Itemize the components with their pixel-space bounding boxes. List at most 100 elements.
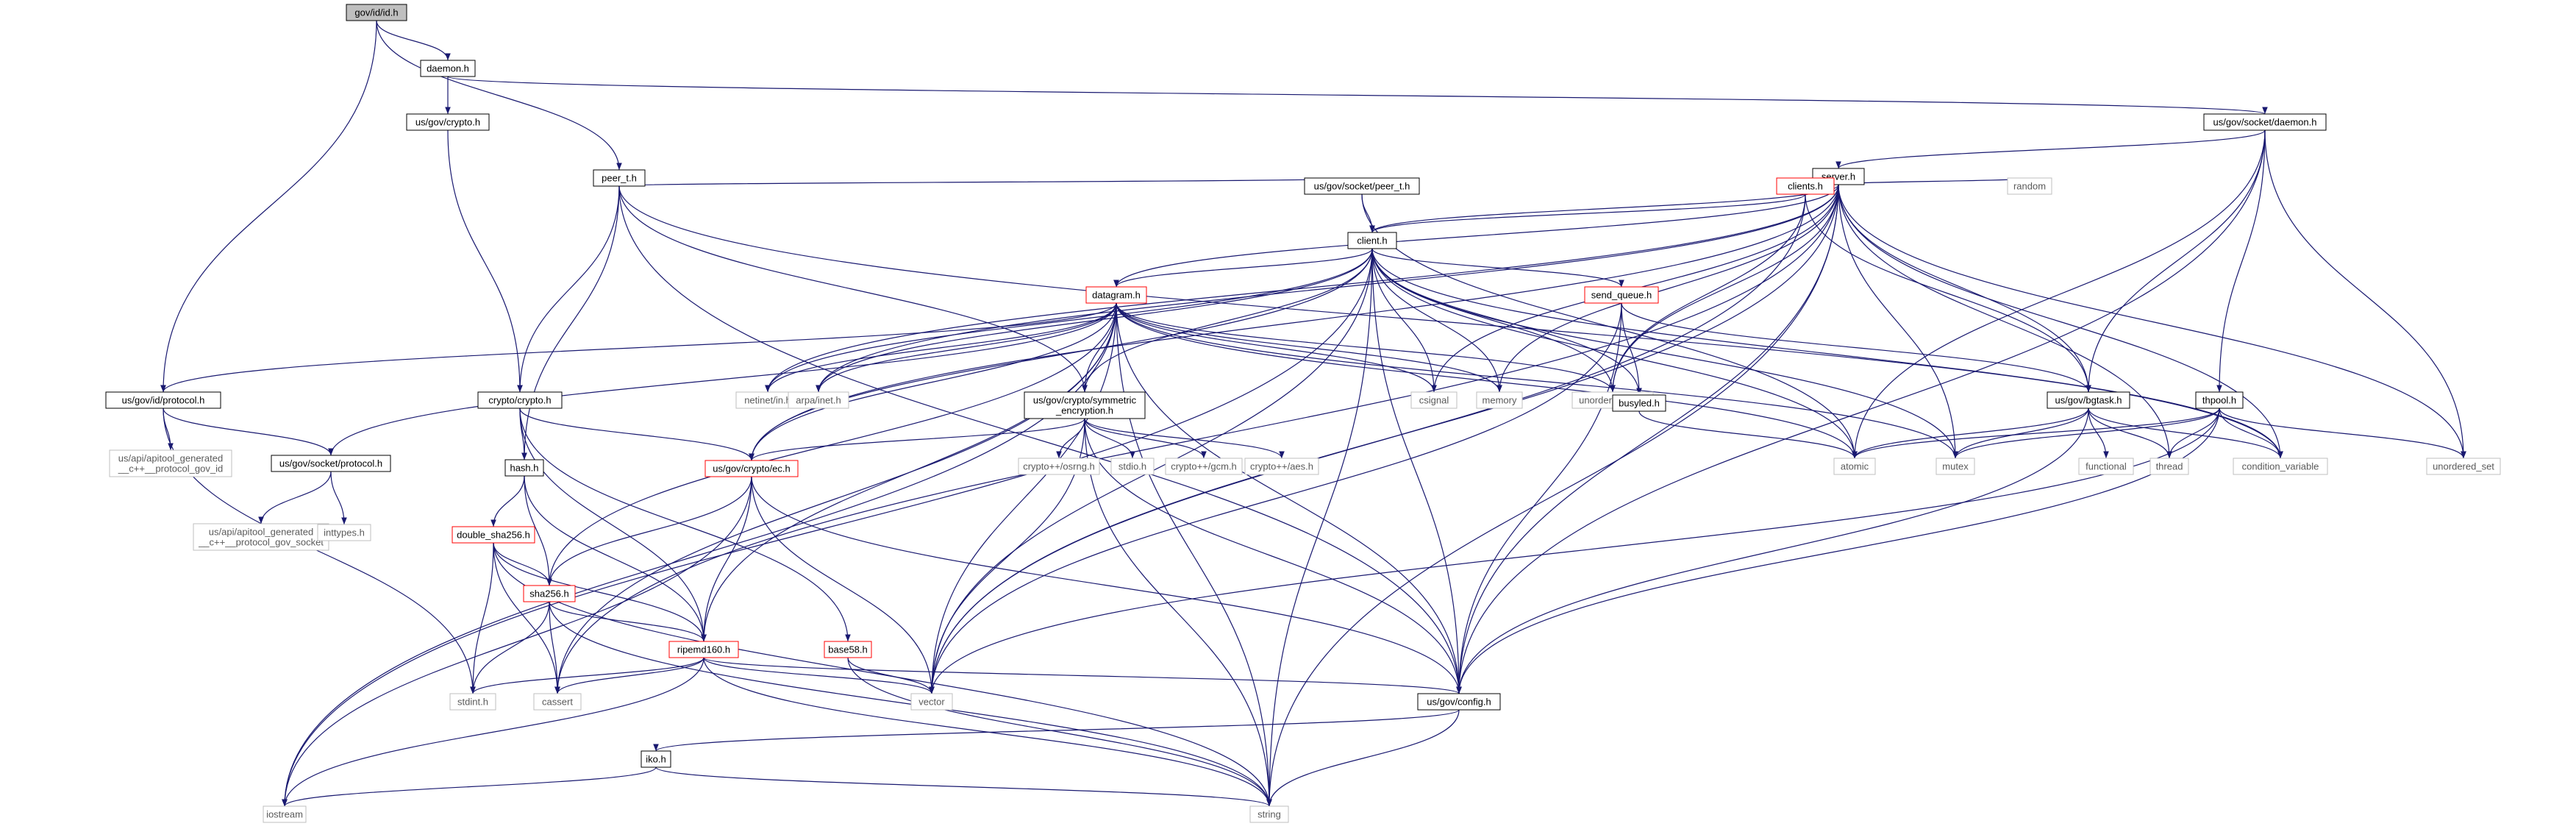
node-ec-h[interactable]: us/gov/crypto/ec.h — [704, 460, 799, 477]
edge-socket_peer_t_h-to-client_h — [1361, 193, 1375, 233]
edge-send_queue_h-to-bgtask_h — [1621, 302, 2091, 393]
edge-server_h-to-mutex — [1838, 184, 1958, 459]
edge-gov_id_id_h-to-id_protocol_h — [160, 20, 377, 393]
node-socket-peer-t-h[interactable]: us/gov/socket/peer_t.h — [1304, 177, 1420, 195]
node-send-queue-h[interactable]: send_queue.h — [1584, 286, 1659, 304]
node-us-gov-crypto-h[interactable]: us/gov/crypto.h — [406, 113, 490, 131]
node-box — [1476, 391, 1523, 409]
edge-thpool_h-to-condition_variable — [2219, 408, 2283, 459]
node-peer-t-h[interactable]: peer_t.h — [593, 169, 646, 187]
edge-clients_h-to-bgtask_h — [1805, 193, 2091, 393]
node-label: datagram.h — [1092, 290, 1141, 301]
node-label: netinet/in.h — [744, 395, 791, 406]
node-label: atomic — [1841, 461, 1869, 472]
edge-client_h-to-mutex — [1371, 248, 1958, 459]
node-label: crypto/crypto.h — [488, 395, 551, 406]
edge-bgtask_h-to-config_h — [1456, 408, 2089, 694]
edge-datagram_h-to-vector — [929, 302, 1117, 694]
edge-server_h-to-string — [1266, 184, 1839, 807]
edge-server_h-to-condition_variable — [1838, 184, 2283, 459]
node-label: iko.h — [646, 754, 666, 765]
node-thpool-h[interactable]: thpool.h — [2195, 391, 2244, 409]
node-label: condition_variable — [2242, 461, 2319, 472]
edge-server_h-to-unordered_map — [1610, 184, 1839, 393]
edge-bgtask_h-to-mutex — [1952, 408, 2089, 459]
edge-id_protocol_h-to-apitool_gov_id — [163, 408, 174, 451]
node-label: us/api/apitool_generated__c++__protocol_… — [118, 453, 223, 474]
node-daemon-h[interactable]: daemon.h — [420, 60, 476, 77]
node-clients-h[interactable]: clients.h — [1776, 177, 1835, 195]
edge-datagram_h-to-iostream — [282, 302, 1117, 807]
node-id-protocol-h[interactable]: us/gov/id/protocol.h — [105, 391, 221, 409]
edge-server_h-to-datagram_h — [1113, 184, 1839, 288]
edge-double_sha256_h-to-stdint_h — [470, 542, 494, 694]
edge-client_h-to-iostream — [282, 248, 1373, 807]
edge-symmetric_enc_h-to-gcm_h — [1084, 418, 1207, 459]
edge-gov_id_id_h-to-peer_t_h — [376, 20, 622, 171]
node-thread: thread — [2149, 458, 2189, 475]
node-datagram-h[interactable]: datagram.h — [1085, 286, 1147, 304]
edge-datagram_h-to-cassert — [554, 302, 1117, 694]
edge-socket_daemon_h-to-config_h — [1456, 129, 2266, 694]
edge-client_h-to-netinet_in_h — [765, 248, 1373, 393]
node-random: random — [2007, 177, 2052, 195]
node-hash-h[interactable]: hash.h — [504, 459, 544, 477]
edge-send_queue_h-to-config_h — [1456, 302, 1622, 694]
node-box — [1410, 391, 1458, 409]
nodes-layer: gov/id/id.h daemon.h us/gov/crypto.h peer_t… — [105, 4, 2501, 823]
edge-peer_t_h-to-condition_variable — [618, 185, 2283, 459]
edge-client_h-to-unordered_map — [1371, 248, 1616, 393]
node-client-h[interactable]: client.h — [1347, 232, 1397, 249]
edge-ec_h-to-vector — [751, 476, 935, 694]
node-box — [406, 113, 490, 131]
edge-ec_h-to-sha256_h — [546, 476, 752, 586]
node-double-sha256-h[interactable]: double_sha256.h — [452, 526, 535, 544]
edge-gov_id_id_h-to-daemon_h — [376, 20, 451, 61]
node-socket-protocol-h[interactable]: us/gov/socket/protocol.h — [271, 455, 391, 472]
edge-server_h-to-unordered_set — [1838, 184, 2466, 459]
edge-client_h-to-string — [1266, 248, 1373, 807]
edge-peer_t_h-to-crypto_crypto_h — [517, 185, 620, 393]
edge-socket_daemon_h-to-bgtask_h — [2086, 129, 2266, 393]
node-iko-h[interactable]: iko.h — [641, 750, 671, 768]
node-box — [668, 641, 739, 658]
node-crypto-crypto-h[interactable]: crypto/crypto.h — [477, 391, 563, 409]
node-box — [105, 391, 221, 409]
edge-server_h-to-arpa_inet_h — [816, 184, 1839, 393]
edge-datagram_h-to-mutex — [1116, 302, 1958, 459]
edge-client_h-to-csignal — [1371, 248, 1437, 393]
node-label: stdint.h — [457, 697, 488, 708]
edge-crypto_crypto_h-to-base58_h — [519, 408, 851, 642]
node-label: us/gov/id/protocol.h — [122, 395, 205, 406]
node-box — [523, 585, 576, 602]
edge-sha256_h-to-cassert — [549, 601, 560, 694]
node-bgtask-h[interactable]: us/gov/bgtask.h — [2047, 391, 2130, 409]
node-label: crypto++/gcm.h — [1171, 461, 1237, 472]
edge-client_h-to-memory — [1371, 248, 1502, 393]
node-label: send_queue.h — [1591, 290, 1652, 301]
edge-iko_h-to-iostream — [282, 766, 657, 807]
node-symmetric-enc-h[interactable]: us/gov/crypto/symmetric_encryption.h — [1024, 391, 1146, 419]
node-gov-id-id-h[interactable]: gov/id/id.h — [346, 4, 407, 21]
node-box — [788, 391, 849, 409]
node-label: gov/id/id.h — [354, 7, 398, 18]
node-config-h[interactable]: us/gov/config.h — [1417, 693, 1501, 711]
node-apitool-gov-id: us/api/apitool_generated__c++__protocol_… — [109, 449, 232, 477]
edge-bgtask_h-to-atomic — [1852, 408, 2089, 459]
node-busyled-h[interactable]: busyled.h — [1612, 394, 1666, 412]
edge-datagram_h-to-ec_h — [749, 302, 1117, 461]
edge-clients_h-to-unordered_map — [1610, 193, 1806, 393]
node-sha256-h[interactable]: sha256.h — [523, 585, 576, 602]
node-box — [1024, 391, 1146, 419]
node-string: string — [1249, 805, 1289, 823]
node-base58-h[interactable]: base58.h — [824, 641, 872, 658]
node-ripemd160-h[interactable]: ripemd160.h — [668, 641, 739, 658]
node-socket-daemon-h[interactable]: us/gov/socket/daemon.h — [2203, 113, 2327, 131]
node-box — [1612, 394, 1666, 412]
node-label: hash.h — [510, 463, 538, 474]
edge-ripemd160_h-to-stdint_h — [470, 657, 704, 694]
node-box — [910, 693, 953, 711]
node-label: vector — [918, 697, 945, 708]
edge-server_h-to-netinet_in_h — [765, 184, 1839, 393]
node-label: us/gov/crypto/symmetric_encryption.h — [1033, 395, 1137, 416]
